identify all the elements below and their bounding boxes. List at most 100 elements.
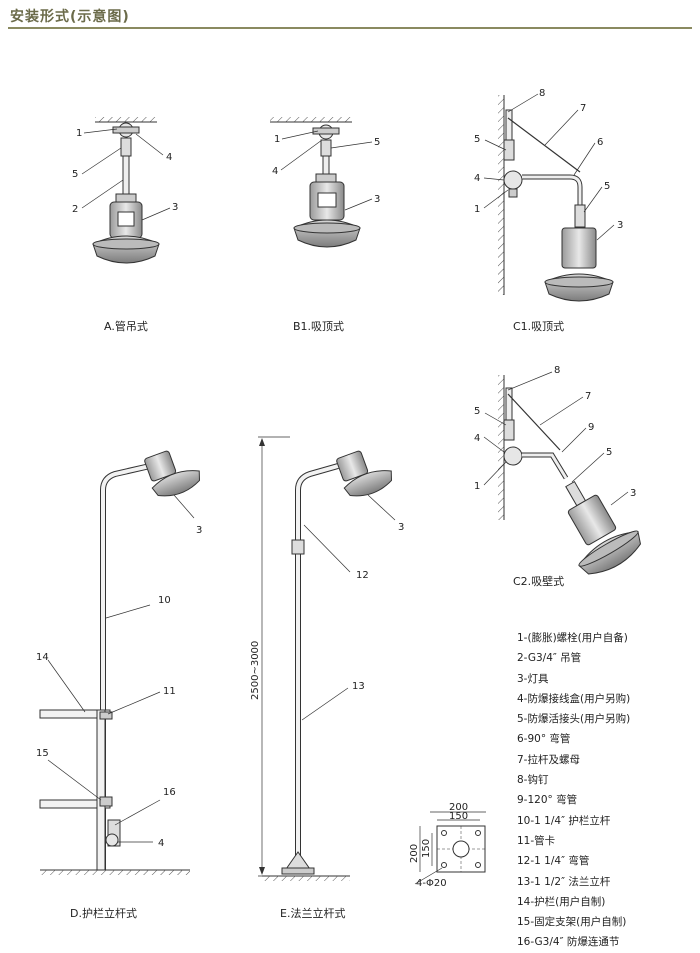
callout-label: 14 <box>36 652 49 663</box>
figure-c1-caption: C1.吸顶式 <box>513 320 564 333</box>
elbow-12 <box>291 539 305 555</box>
flange-detail: 200 150 200 150 4-Φ20 <box>409 802 486 889</box>
legend-item: 9-120° 弯管 <box>517 794 578 807</box>
bolt-hole <box>441 830 447 836</box>
lamp-body <box>567 494 617 546</box>
tie-rod <box>507 393 561 451</box>
callout-label: 15 <box>36 748 49 759</box>
lamp-shade <box>151 470 200 497</box>
junction-box <box>503 170 523 190</box>
callout-label: 5 <box>606 447 612 458</box>
callout-label: 5 <box>474 134 480 145</box>
ground-hatch <box>262 876 350 881</box>
tie-rod <box>507 117 581 173</box>
callout-label: 3 <box>630 488 636 499</box>
callout-label: 4 <box>474 173 480 184</box>
lamp-shade <box>343 470 392 497</box>
lamp-body <box>561 227 597 269</box>
wall-hatch <box>498 375 504 520</box>
callout-label: 2 <box>72 204 78 215</box>
parts-legend: 1-(膨胀)螺栓(用户自备) 2-G3/4″ 吊管 3-灯具 4-防爆接线盒(用… <box>517 628 697 953</box>
lamp-body <box>336 450 369 482</box>
flange-holes-label: 4-Φ20 <box>416 878 447 889</box>
legend-item: 2-G3/4″ 吊管 <box>517 652 582 665</box>
callout-label: 4 <box>474 433 480 444</box>
callout-label: 8 <box>539 88 545 99</box>
ground-hatch <box>40 870 190 875</box>
callout-label: 13 <box>352 681 365 692</box>
legend-item: 16-G3/4″ 防爆连通节 <box>517 936 620 949</box>
figure-a-pipe-pendant: 1 4 5 2 3 A.管吊式 <box>72 117 178 333</box>
callout-label: 3 <box>172 202 178 213</box>
callout-label: 5 <box>72 169 78 180</box>
callout-label: 1 <box>76 128 82 139</box>
callout-label: 5 <box>474 406 480 417</box>
height-dim-label: 2500~3000 <box>250 641 261 700</box>
callout-label: 9 <box>588 422 594 433</box>
legend-item: 10-1 1/4″ 护栏立杆 <box>517 814 611 827</box>
pole-13 <box>295 463 339 858</box>
callout-label: 4 <box>272 166 278 177</box>
callout-label: 5 <box>374 137 380 148</box>
callout-label: 16 <box>163 787 176 798</box>
ceiling-hatch <box>270 117 352 122</box>
legend-item: 1-(膨胀)螺栓(用户自备) <box>517 632 628 644</box>
legend-item: 11-管卡 <box>517 834 556 847</box>
ceiling-hatch <box>95 117 157 122</box>
page-header: 安装形式(示意图) <box>0 0 700 30</box>
legend-item: 4-防爆接线盒(用户另购) <box>517 692 631 705</box>
callout-label: 4 <box>158 838 164 849</box>
junction-box <box>105 833 119 847</box>
callout-label: 3 <box>196 525 202 536</box>
callout-label: 10 <box>158 595 171 606</box>
header-divider <box>8 27 692 29</box>
legend-item: 8-钩钉 <box>517 774 549 787</box>
figure-a-caption: A.管吊式 <box>104 319 148 333</box>
callout-label: 7 <box>580 103 586 114</box>
figure-c2-wall-mount: 8 7 5 9 4 1 5 3 C2.吸壁式 <box>474 365 642 588</box>
bolt-hole <box>475 830 481 836</box>
pipe-clamp-11 <box>99 711 113 720</box>
pole-hole <box>452 840 470 858</box>
legend-item: 13-1 1/2″ 法兰立杆 <box>517 875 611 888</box>
callout-label: 5 <box>604 181 610 192</box>
figure-c2-caption: C2.吸壁式 <box>513 574 564 588</box>
callout-label: 1 <box>474 481 480 492</box>
callout-label: 3 <box>617 220 623 231</box>
bolt-hole <box>441 862 447 868</box>
union-joint <box>120 137 132 157</box>
figure-b1-caption: B1.吸顶式 <box>293 320 344 333</box>
figure-b1-ceiling-mount: 1 5 4 3 B1.吸顶式 <box>270 117 380 333</box>
hanging-pipe <box>122 155 130 195</box>
flange-dim-outer-side: 200 <box>409 844 420 863</box>
legend-item: 7-拉杆及螺母 <box>517 753 580 766</box>
union-joint <box>503 139 515 161</box>
legend-item: 12-1 1/4″ 弯管 <box>517 855 590 868</box>
page-title: 安装形式(示意图) <box>10 9 130 25</box>
callout-label: 3 <box>398 522 404 533</box>
callout-label: 1 <box>474 204 480 215</box>
callout-label: 8 <box>554 365 560 376</box>
legend-item: 15-固定支架(用户自制) <box>517 916 627 929</box>
legend-item: 5-防爆活接头(用户另购) <box>517 713 631 726</box>
flange-dim-inner-side: 150 <box>421 839 432 858</box>
flange-dim-inner-top: 150 <box>449 811 468 822</box>
flange-dim-outer-top: 200 <box>449 802 468 813</box>
callout-label: 3 <box>374 194 380 205</box>
legend-item: 14-护栏(用户自制) <box>517 895 606 908</box>
junction-box <box>503 446 523 466</box>
lamp-body <box>144 450 177 482</box>
callout-label: 6 <box>597 137 603 148</box>
callout-label: 12 <box>356 570 369 581</box>
callout-label: 11 <box>163 686 176 697</box>
union-joint <box>320 139 332 157</box>
figure-d-caption: D.护栏立杆式 <box>70 906 137 920</box>
callout-label: 1 <box>274 134 280 145</box>
legend-item: 6-90° 弯管 <box>517 733 571 746</box>
figure-d-railing-pole: 3 10 14 11 15 16 4 D.护栏立杆式 <box>36 450 202 920</box>
figure-e-flange-pole: 2500~3000 3 12 13 E.法兰立杆式 <box>250 436 404 920</box>
bolt-hole <box>475 862 481 868</box>
legend-item: 3-灯具 <box>517 672 549 685</box>
figure-e-caption: E.法兰立杆式 <box>280 906 345 920</box>
